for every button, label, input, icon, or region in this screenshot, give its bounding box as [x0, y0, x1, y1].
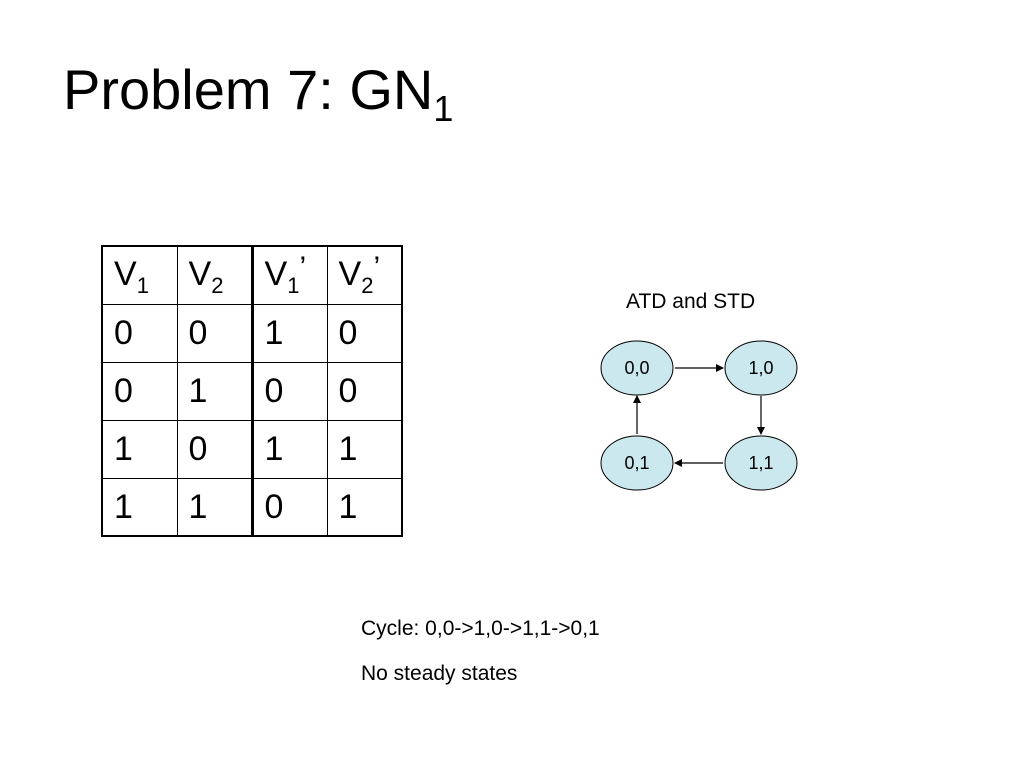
- slide-title: Problem 7: GN1: [63, 62, 453, 127]
- header-v2: V2: [176, 245, 253, 305]
- table-cell: 0: [250, 477, 328, 537]
- header-v2-next-prime: ’: [373, 251, 381, 285]
- state-node-1-1: 1,1: [724, 435, 798, 491]
- table-cell: 0: [326, 303, 403, 363]
- table-cell: 0: [250, 361, 328, 421]
- table-row: 0 0 1 0: [101, 303, 403, 363]
- table-cell: 1: [326, 477, 403, 537]
- header-v1-prime-col: V1’: [250, 245, 328, 305]
- header-v1-base: V: [114, 255, 137, 294]
- state-node-label: 1,1: [748, 453, 773, 473]
- header-v2-base: V: [188, 255, 212, 294]
- table-cell: 0: [101, 361, 178, 421]
- header-v1-next-subscript: 1: [287, 273, 300, 299]
- header-v1: V1: [101, 245, 178, 305]
- header-v2-subscript: 2: [211, 273, 224, 299]
- table-cell: 0: [176, 303, 253, 363]
- table-cell: 0: [326, 361, 403, 421]
- table-cell: 1: [176, 477, 253, 537]
- table-cell: 1: [101, 419, 178, 479]
- slide-title-text: Problem 7: GN: [63, 58, 434, 121]
- table-cell: 0: [101, 303, 178, 363]
- table-cell: 0: [176, 419, 253, 479]
- state-node-shape: [600, 340, 674, 396]
- table-cell: 1: [176, 361, 253, 421]
- header-v2-next-base: V: [338, 255, 362, 294]
- state-node-label: 0,1: [624, 453, 649, 473]
- state-node-label: 1,0: [748, 358, 773, 378]
- state-node-shape: [724, 340, 798, 396]
- truth-table: V1 V2 V1’ V2’ 0 0 1 0 0 1 0 0 1 0 1 1 1 …: [101, 245, 403, 537]
- table-row: 1 1 0 1: [101, 477, 403, 537]
- header-v2-prime-col: V2’: [326, 245, 403, 305]
- state-node-shape: [724, 435, 798, 491]
- table-row: 1 0 1 1: [101, 419, 403, 479]
- state-node-1-0: 1,0: [724, 340, 798, 396]
- steady-states-note: No steady states: [361, 662, 518, 685]
- table-header-row: V1 V2 V1’ V2’: [101, 245, 403, 305]
- header-v1-next-base: V: [264, 255, 288, 294]
- table-row: 0 1 0 0: [101, 361, 403, 421]
- table-cell: 1: [250, 303, 328, 363]
- header-v2-next-subscript: 2: [361, 273, 374, 299]
- table-cell: 1: [101, 477, 178, 537]
- state-node-0-1: 0,1: [600, 435, 674, 491]
- state-node-label: 0,0: [624, 358, 649, 378]
- table-cell: 1: [250, 419, 328, 479]
- table-cell: 1: [326, 419, 403, 479]
- header-v1-subscript: 1: [136, 273, 149, 299]
- slide-title-subscript: 1: [433, 88, 454, 129]
- diagram-title: ATD and STD: [626, 290, 756, 313]
- state-node-0-0: 0,0: [600, 340, 674, 396]
- state-diagram: 0,0 1,0 0,1 1,1: [600, 340, 798, 491]
- header-v1-next-prime: ’: [299, 251, 307, 285]
- cycle-note: Cycle: 0,0->1,0->1,1->0,1: [361, 617, 600, 640]
- state-node-shape: [600, 435, 674, 491]
